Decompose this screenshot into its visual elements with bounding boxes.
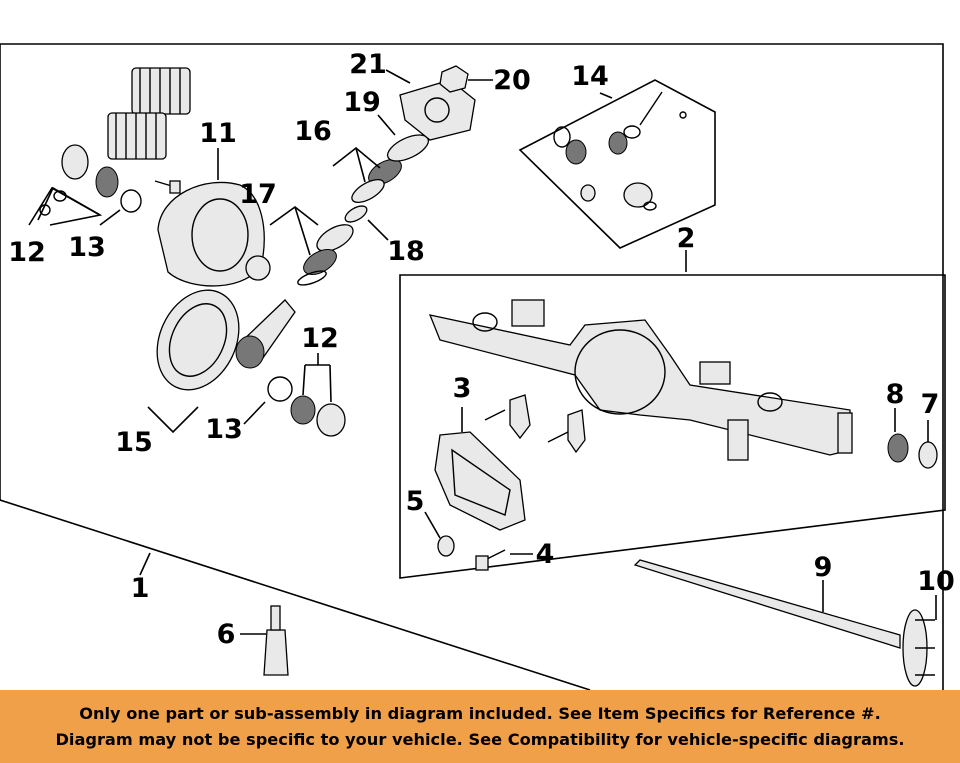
axle-shaft <box>633 559 935 687</box>
differential-cover <box>434 431 526 531</box>
clutch-pack-lower <box>107 112 167 160</box>
axle-seal-7 <box>918 441 938 469</box>
callout-7: 7 <box>921 389 940 420</box>
axle-bearing-8 <box>887 433 909 463</box>
callout-8: 8 <box>886 379 905 410</box>
callout-labels: 1 2 3 4 5 6 7 8 9 10 11 12 13 14 15 12 1… <box>8 49 955 650</box>
differential-kit-box <box>518 79 716 249</box>
bearing-cone-upper <box>95 166 119 198</box>
callout-10: 10 <box>917 566 955 597</box>
callout-11: 11 <box>199 118 237 149</box>
spacer-17 <box>316 224 354 252</box>
outer-frame <box>0 43 944 690</box>
axle-parts-diagram: 1 2 3 4 5 6 7 8 9 10 11 12 13 14 15 12 1… <box>0 43 955 690</box>
callout-14: 14 <box>571 61 609 92</box>
callout-18: 18 <box>387 236 425 267</box>
disclaimer-banner: Only one part or sub-assembly in diagram… <box>0 690 960 763</box>
ring-17 <box>297 270 327 286</box>
callout-5: 5 <box>406 486 425 517</box>
shim-upper <box>120 189 142 213</box>
cover-bolt-4 <box>475 549 506 571</box>
axle-housing <box>428 299 853 461</box>
bolt-upper <box>154 180 181 194</box>
callout-17: 17 <box>239 179 277 210</box>
disclaimer-line-2: Diagram may not be specific to your vehi… <box>55 729 905 749</box>
callout-6: 6 <box>217 619 236 650</box>
pinion-gear <box>235 299 296 369</box>
carrier-cup-16 <box>351 178 385 204</box>
differential-case <box>157 181 271 287</box>
callout-16: 16 <box>294 116 332 147</box>
callout-3: 3 <box>453 373 472 404</box>
callout-20: 20 <box>493 65 531 96</box>
callout-19: 19 <box>343 87 381 118</box>
sealant-tube <box>263 605 289 676</box>
callout-2: 2 <box>677 223 696 254</box>
callout-13-lower: 13 <box>205 414 243 445</box>
callout-13-upper: 13 <box>68 232 106 263</box>
housing-assembly-box <box>399 274 946 579</box>
bearing-cup-lower <box>316 403 346 437</box>
callout-12-lower: 12 <box>301 323 339 354</box>
seal-18 <box>344 205 368 223</box>
callout-12-upper: 12 <box>8 237 46 268</box>
ring-gear <box>156 289 240 391</box>
differential-kit-parts <box>553 91 687 211</box>
bearing-cone-lower <box>290 395 316 425</box>
disclaimer-line-1: Only one part or sub-assembly in diagram… <box>79 703 881 723</box>
fill-plug-5 <box>437 535 455 557</box>
shim-lower <box>267 376 293 402</box>
pinion-nut-20 <box>439 65 469 93</box>
clutch-pack-upper <box>131 67 191 115</box>
callout-1: 1 <box>131 573 150 604</box>
callout-21: 21 <box>349 49 387 80</box>
brackets <box>484 394 586 454</box>
bearing-cup-upper <box>61 144 89 180</box>
leader-lines <box>28 69 937 635</box>
callout-4: 4 <box>536 539 555 570</box>
bearing-17 <box>303 249 337 275</box>
callout-9: 9 <box>814 552 833 583</box>
callout-15: 15 <box>115 427 153 458</box>
